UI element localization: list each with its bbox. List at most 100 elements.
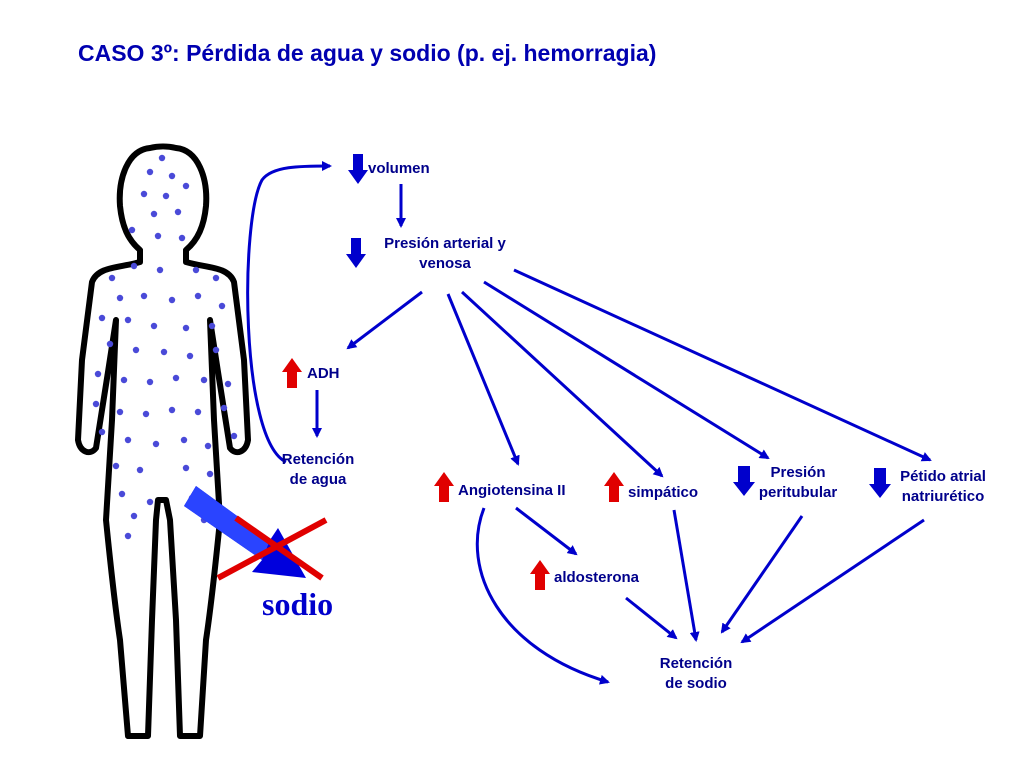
fluid-dot bbox=[146, 498, 154, 506]
label-retencion-sodio: Retención de sodio bbox=[648, 654, 744, 694]
fluid-dot bbox=[154, 232, 162, 240]
label-sodio: sodio bbox=[262, 586, 334, 622]
fluid-dot bbox=[182, 324, 190, 332]
fluid-dot bbox=[224, 380, 232, 388]
arrow-aldosterona-retencion bbox=[625, 596, 678, 640]
arrow-presion-peptido bbox=[513, 268, 932, 462]
label-volumen: volumen bbox=[368, 160, 430, 177]
fluid-dot bbox=[108, 274, 116, 282]
fluid-dot bbox=[218, 302, 226, 310]
fluid-dot bbox=[124, 436, 132, 444]
fluid-dot bbox=[130, 262, 138, 270]
cross-out-icon bbox=[216, 515, 328, 581]
arrow-presion-simpatico bbox=[460, 290, 664, 478]
fluid-dot bbox=[140, 292, 148, 300]
fluid-dot bbox=[124, 316, 132, 324]
fluid-dot bbox=[200, 376, 208, 384]
label-presion-peritubular: Presión peritubular bbox=[750, 463, 846, 503]
fluid-dot bbox=[146, 378, 154, 386]
fluid-dot bbox=[182, 464, 190, 472]
fluid-dot bbox=[186, 352, 194, 360]
feedback-arrow bbox=[246, 161, 332, 464]
fluid-dot bbox=[212, 274, 220, 282]
fluid-dot bbox=[118, 490, 126, 498]
fluid-dot bbox=[192, 266, 200, 274]
fluid-dot bbox=[162, 192, 170, 200]
fluid-dot bbox=[182, 182, 190, 190]
fluid-dot bbox=[124, 532, 132, 540]
fluid-dot bbox=[150, 210, 158, 218]
fluid-dot bbox=[212, 346, 220, 354]
fluid-dot bbox=[142, 410, 150, 418]
fluid-dot bbox=[116, 408, 124, 416]
fluid-dot bbox=[194, 408, 202, 416]
fluid-dot bbox=[98, 314, 106, 322]
label-peptido-atrial: Pétido atrial natriurético bbox=[886, 467, 1000, 507]
sodium-loss-arrow-icon bbox=[184, 486, 306, 578]
fluid-dot bbox=[204, 442, 212, 450]
label-peritubular-line2: peritubular bbox=[758, 484, 838, 501]
label-peritubular-line1: Presión bbox=[770, 464, 826, 481]
fluid-dot bbox=[158, 154, 166, 162]
arrow-peritubular-retencion bbox=[720, 515, 804, 634]
fluid-dot bbox=[156, 266, 164, 274]
indicator-arrows bbox=[282, 154, 891, 590]
increase-arrow-icon bbox=[530, 560, 550, 590]
arrow-presion-adh bbox=[346, 290, 423, 350]
fluid-dot bbox=[178, 234, 186, 242]
fluid-dot bbox=[160, 348, 168, 356]
label-presion-arterial: Presión arterial y venosa bbox=[360, 234, 530, 274]
fluid-dot bbox=[168, 296, 176, 304]
fluid-dot bbox=[168, 406, 176, 414]
arrow-peptido-retencion bbox=[740, 518, 925, 644]
fluid-dot bbox=[98, 428, 106, 436]
fluid-dot bbox=[208, 322, 216, 330]
fluid-dot bbox=[194, 292, 202, 300]
fluid-dot bbox=[150, 322, 158, 330]
fluid-dot bbox=[152, 440, 160, 448]
fluid-dot bbox=[172, 374, 180, 382]
fluid-dot bbox=[136, 466, 144, 474]
fluid-dot bbox=[116, 294, 124, 302]
label-retencion-agua-line1: Retención bbox=[281, 451, 355, 468]
decrease-arrow-icon bbox=[346, 238, 366, 268]
label-presion-line1: Presión arterial y bbox=[384, 235, 506, 252]
increase-arrow-icon bbox=[604, 472, 624, 502]
label-adh: ADH bbox=[307, 365, 340, 382]
page-title: CASO 3º: Pérdida de agua y sodio (p. ej.… bbox=[78, 40, 657, 66]
label-retencion-sodio-line1: Retención bbox=[659, 655, 733, 672]
fluid-dot bbox=[128, 226, 136, 234]
arrow-angiotensina-retencion bbox=[475, 507, 610, 685]
fluid-dot bbox=[106, 340, 114, 348]
arrow-presion-peritubular bbox=[483, 280, 770, 460]
fluid-dot bbox=[206, 470, 214, 478]
human-silhouette-icon bbox=[75, 143, 251, 739]
increase-arrow-icon bbox=[282, 358, 302, 388]
arrow-presion-angiotensina bbox=[446, 293, 520, 466]
fluid-dot bbox=[168, 172, 176, 180]
fluid-dot bbox=[92, 400, 100, 408]
fluid-dot bbox=[180, 436, 188, 444]
fluid-dot bbox=[120, 376, 128, 384]
fluid-dot bbox=[174, 208, 182, 216]
label-simpatico: simpático bbox=[628, 484, 699, 501]
decrease-arrow-icon bbox=[869, 468, 891, 498]
decrease-arrow-icon bbox=[348, 154, 368, 184]
fluid-dot bbox=[220, 404, 228, 412]
label-angiotensina: Angiotensina II bbox=[458, 482, 566, 499]
fluid-dots bbox=[92, 154, 238, 540]
label-retencion-agua: Retención de agua bbox=[276, 450, 360, 490]
fluid-dot bbox=[132, 346, 140, 354]
label-aldosterona: aldosterona bbox=[554, 569, 640, 586]
label-retencion-sodio-line2: de sodio bbox=[665, 675, 727, 692]
label-presion-line2: venosa bbox=[419, 255, 471, 272]
fluid-dot bbox=[112, 462, 120, 470]
fluid-dot bbox=[230, 432, 238, 440]
label-retencion-agua-line2: de agua bbox=[289, 471, 347, 488]
arrow-simpatico-retencion bbox=[672, 509, 700, 642]
fluid-dot bbox=[146, 168, 154, 176]
fluid-dot bbox=[130, 512, 138, 520]
flow-arrows bbox=[246, 161, 932, 685]
decrease-arrow-icon bbox=[733, 466, 755, 496]
